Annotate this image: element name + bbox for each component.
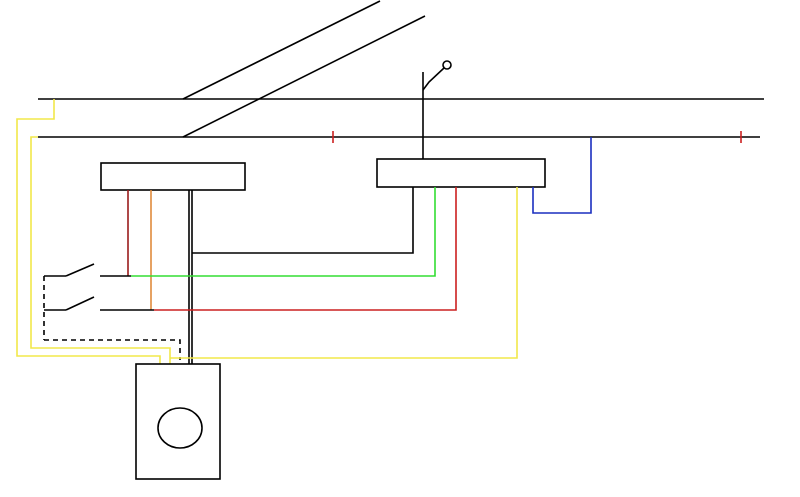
- green-wire: [131, 187, 436, 277]
- switch-dashed-return: [44, 339, 181, 360]
- signal-post: [422, 60, 452, 160]
- signal-arm: [422, 67, 445, 91]
- yellow-wire-inner: [30, 136, 171, 365]
- right-junction-box: [376, 158, 546, 188]
- left-junction-box: [100, 162, 246, 191]
- signal-wires: [131, 187, 457, 311]
- insulated-joints: [332, 131, 742, 143]
- control-unit-box: [135, 363, 221, 480]
- diverging-track-upper: [182, 0, 381, 100]
- switch-top-blade: [65, 263, 95, 277]
- black-wiring: [188, 187, 414, 364]
- signal-lamp-icon: [442, 60, 452, 70]
- junction-boxes: [100, 158, 546, 191]
- yellow-wire-right-box: [170, 187, 518, 359]
- control-unit: [135, 363, 221, 480]
- indicator-lamp-icon: [157, 407, 203, 449]
- switch-feed-wires: [127, 190, 152, 310]
- diverging-track-lower: [182, 15, 426, 138]
- switches: [43, 263, 181, 360]
- switch-bottom-blade: [65, 296, 95, 311]
- black-wire-to-right-box: [192, 187, 414, 254]
- track-group: [38, 0, 764, 138]
- yellow-wiring: [16, 99, 518, 365]
- yellow-wire-outer: [16, 99, 161, 365]
- blue-wiring: [532, 137, 592, 214]
- blue-wire: [532, 137, 592, 214]
- red-wire: [154, 187, 457, 311]
